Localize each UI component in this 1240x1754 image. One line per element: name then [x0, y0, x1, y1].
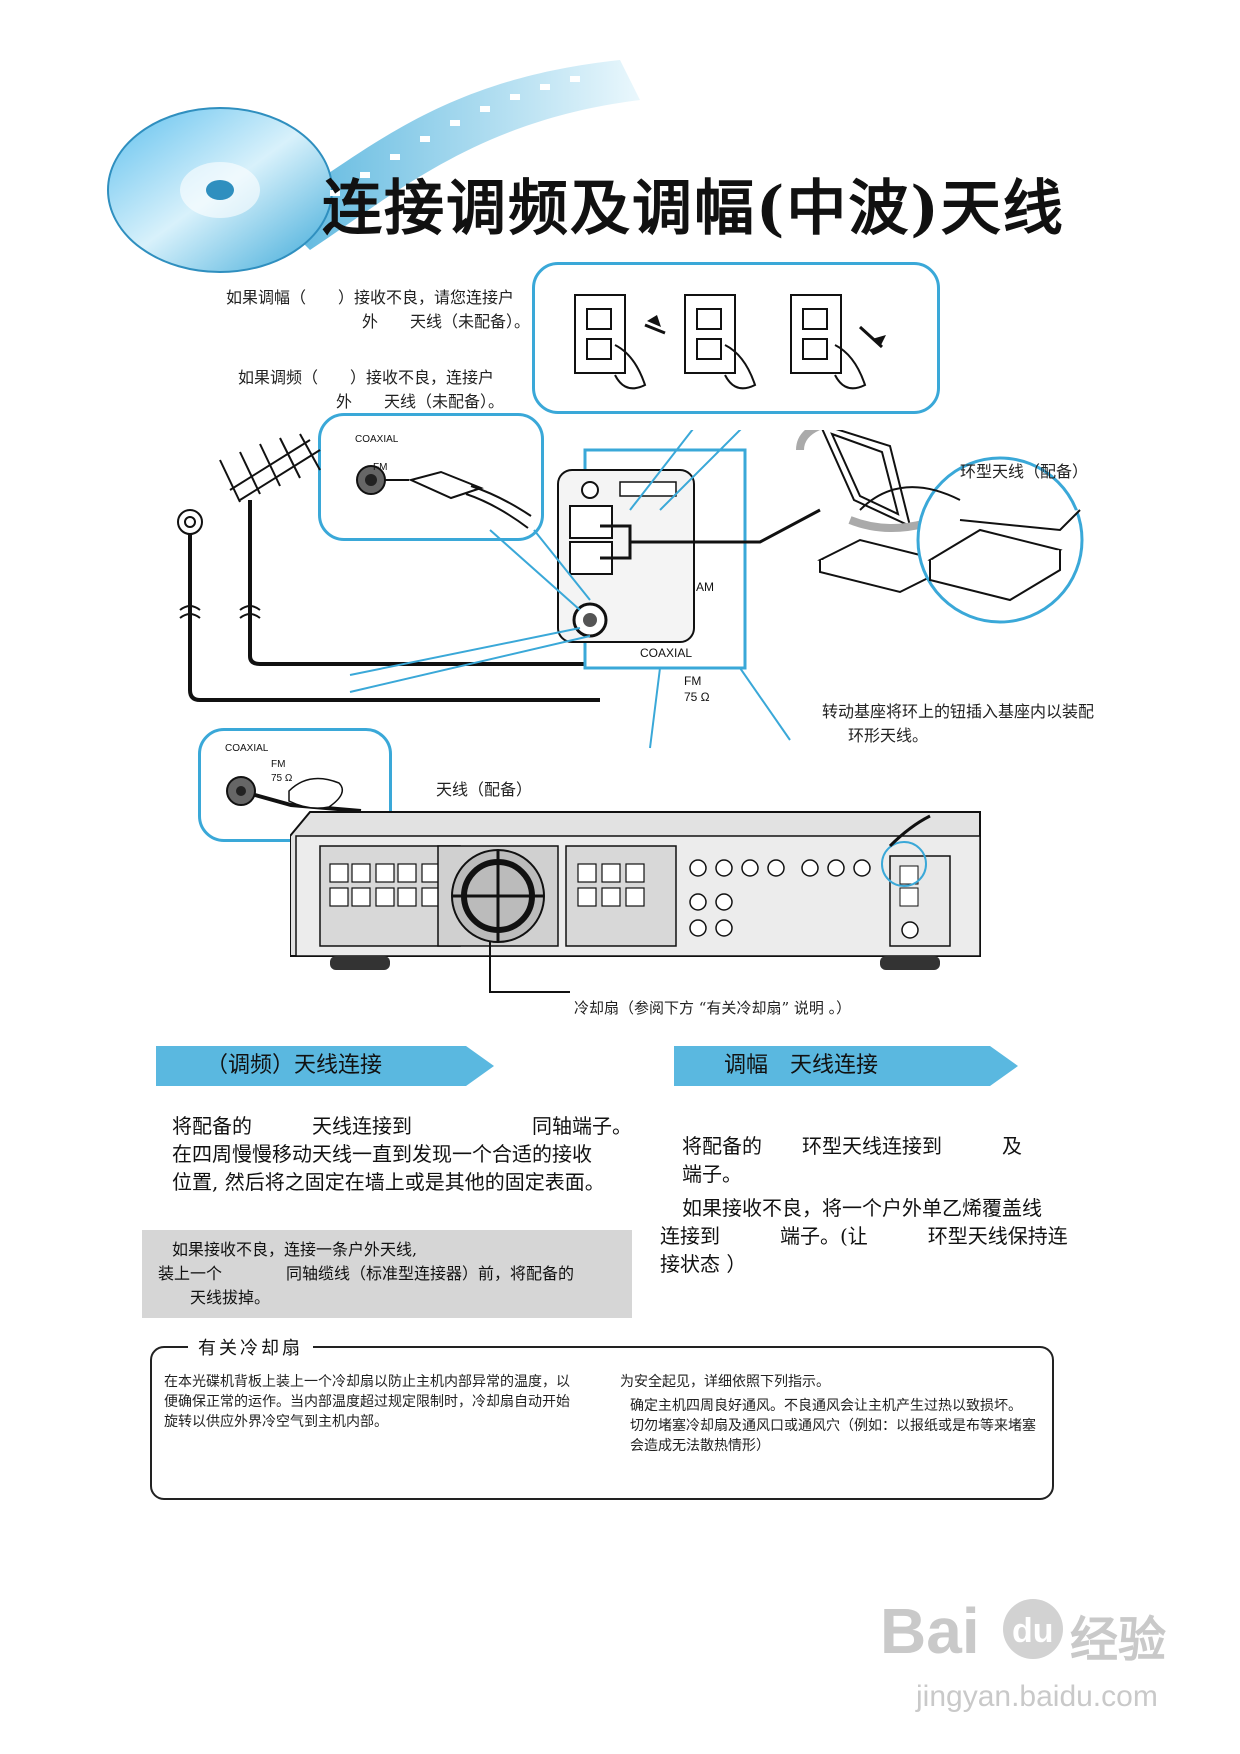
- coaxial-plug-illustration: [356, 465, 532, 529]
- panel-coaxial-label: COAXIAL: [640, 646, 693, 660]
- rotate-base-note-2: 环形天线。: [848, 726, 929, 745]
- fm-tip-1: 如果接收不良，连接一条户外天线,: [172, 1240, 418, 1259]
- header-disc-graphic: [107, 60, 640, 273]
- paw-icon: du: [1003, 1599, 1063, 1659]
- cooling-fan-legend: 有关冷却扇: [188, 1334, 313, 1360]
- callout-fm-label: FM: [271, 759, 286, 770]
- fm-tip-3: 天线拔掉。: [190, 1288, 271, 1307]
- fan-note-left-1: 在本光碟机背板上装上一个冷却扇以防止主机内部异常的温度，以: [164, 1374, 570, 1390]
- am-terminal-callout: [532, 262, 940, 414]
- callout-fm-75-label: 75 Ω: [271, 773, 293, 784]
- panel-fm-75-label: 75 Ω: [684, 690, 710, 704]
- callout-coaxial-label: COAXIAL: [225, 743, 269, 754]
- fan-note-right-1: 为安全起见，详细依照下列指示。: [620, 1374, 830, 1390]
- receiver-rear-panel: [290, 811, 981, 993]
- am-reception-note-2: 外 天线（未配备）。: [362, 312, 531, 331]
- watermark-url: jingyan.baidu.com: [916, 1680, 1158, 1713]
- fm-section-heading: （调频）天线连接: [156, 1046, 494, 1086]
- antenna-connection-diagram: [177, 430, 1084, 749]
- fm-reception-note-2: 外 天线（未配备）。: [336, 392, 505, 411]
- fan-note-left-2: 便确保正常的运作。当内部温度超过规定限制时，冷却扇自动开始: [164, 1394, 570, 1410]
- fm-section-heading-text: （调频）天线连接: [206, 1053, 383, 1078]
- fan-note-right-2: 确定主机四周良好通风。不良通风会让主机产生过热以致损坏。: [630, 1398, 1022, 1414]
- terminal-clip-illustration: [574, 294, 886, 390]
- am-instruction-3: 如果接收不良，将一个户外单乙烯覆盖线: [682, 1196, 1042, 1220]
- panel-fm-label: FM: [684, 674, 702, 688]
- am-instruction-1: 将配备的 环型天线连接到 及: [682, 1134, 1022, 1158]
- page-title: 连接调频及调幅(中波)天线: [322, 174, 1065, 244]
- am-terminal-label: AM: [696, 580, 714, 594]
- fm-label: FM: [373, 462, 388, 473]
- fan-note-right-3: 切勿堵塞冷却扇及通风口或通风穴（例如：以报纸或是布等来堵塞: [630, 1418, 1036, 1434]
- watermark-brand-2: 经验: [1070, 1614, 1167, 1667]
- fm-instruction-2: 在四周慢慢移动天线一直到发现一个合适的接收: [172, 1142, 592, 1166]
- fm-plug-hand-illustration: [226, 776, 362, 813]
- antenna-supplied-label: 天线（配备）: [436, 780, 533, 799]
- coaxial-label: COAXIAL: [355, 434, 399, 445]
- fm-tip-box: 如果接收不良，连接一条户外天线, 装上一个 同轴缆线（标准型连接器）前，将配备的…: [142, 1230, 632, 1318]
- svg-text:du: du: [1012, 1612, 1054, 1650]
- am-reception-note-1: 如果调幅（ ）接收不良，请您连接户: [226, 288, 515, 307]
- watermark-brand: Bai: [880, 1595, 980, 1667]
- cooling-fan-box: 有关冷却扇 在本光碟机背板上装上一个冷却扇以防止主机内部异常的温度，以 便确保正…: [150, 1334, 1054, 1500]
- am-section-heading-text: 调幅 天线连接: [724, 1053, 879, 1078]
- am-instruction-4: 连接到 端子。(让 环型天线保持连: [660, 1224, 1068, 1248]
- am-instruction-2: 端子。: [682, 1162, 742, 1186]
- fan-note-left-3: 旋转以供应外界冷空气到主机内部。: [164, 1414, 388, 1430]
- fm-tip-2: 装上一个 同轴缆线（标准型连接器）前，将配备的: [158, 1264, 575, 1283]
- coaxial-plug-callout: COAXIAL FM: [318, 413, 544, 541]
- fm-instruction-3: 位置, 然后将之固定在墙上或是其他的固定表面。: [172, 1170, 605, 1194]
- cooling-fan-reference: 冷却扇（参阅下方 “有关冷却扇” 说明 。）: [574, 999, 852, 1017]
- fm-heading-arrow: [466, 1046, 494, 1086]
- am-section-heading: 调幅 天线连接: [674, 1046, 1018, 1086]
- loop-antenna-label: 环型天线（配备）: [960, 462, 1089, 481]
- am-instruction-5: 接状态 ）: [660, 1252, 747, 1276]
- fan-note-right-4: 会造成无法散热情形）: [630, 1438, 770, 1454]
- rotate-base-note-1: 转动基座将环上的钮插入基座内以装配: [822, 702, 1095, 721]
- fm-instruction-1: 将配备的 天线连接到 同轴端子。: [172, 1114, 632, 1138]
- am-heading-arrow: [990, 1046, 1018, 1086]
- fm-reception-note-1: 如果调频（ ）接收不良，连接户: [238, 368, 495, 387]
